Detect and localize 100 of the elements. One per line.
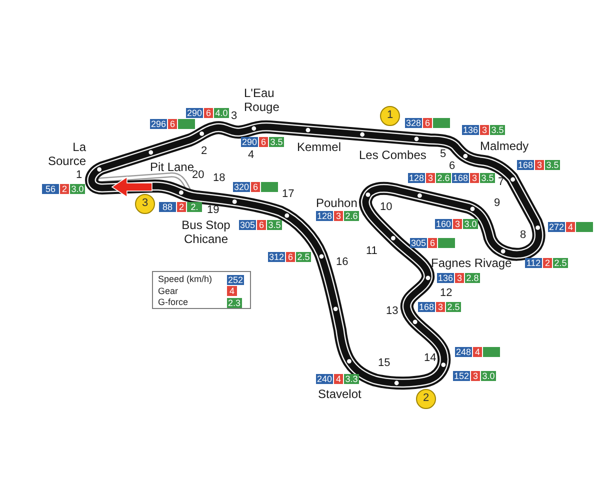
g-force-value: 2.8 <box>465 273 480 283</box>
speed-value: 112 <box>525 258 542 268</box>
turn-number: 16 <box>336 256 348 268</box>
speed-value: 320 <box>233 182 250 192</box>
speed-value: 312 <box>268 252 286 262</box>
turn-number: 3 <box>231 110 238 122</box>
turn-number: 10 <box>380 201 392 213</box>
gear-value: 3 <box>455 273 464 283</box>
place-name: La Source <box>46 140 86 168</box>
speed-value: 88 <box>159 202 176 212</box>
turn-number: 9 <box>494 197 500 209</box>
gear-value: 3 <box>480 125 490 135</box>
gear-value: 2 <box>60 184 69 194</box>
turn-number: 17 <box>282 188 294 200</box>
gear-value: 4 <box>473 347 482 357</box>
gear-value: 6 <box>251 182 260 192</box>
speed-value: 168 <box>418 302 436 312</box>
legend-swatch: 2.3 <box>227 298 242 308</box>
place-name: Fagnes Rivage <box>431 256 512 270</box>
gear-value: 3 <box>436 302 446 312</box>
gear-value: 6 <box>257 220 266 230</box>
sector-marker: 3 <box>135 194 155 214</box>
speed-value: 290 <box>186 108 204 118</box>
turn-number: 19 <box>207 204 220 216</box>
turn-number: 2 <box>201 145 208 157</box>
legend-label: Gear <box>158 286 178 296</box>
g-force-value: 3.0 <box>70 184 85 194</box>
legend-label: G-force <box>158 297 188 308</box>
gear-value: 4 <box>334 374 344 384</box>
sector-marker: 2 <box>416 389 436 409</box>
speed-value: 328 <box>405 118 422 128</box>
gear-value: 2 <box>543 258 552 268</box>
sector-marker: 1 <box>380 106 400 126</box>
speed-value: 248 <box>455 347 472 357</box>
legend-swatch: 252 <box>227 274 244 284</box>
turn-number: 6 <box>449 160 456 172</box>
g-force-value: 2.5 <box>446 302 462 312</box>
g-force-value: 3.3 <box>344 374 360 384</box>
speed-value: 290 <box>241 137 258 147</box>
speed-value: 305 <box>410 238 428 248</box>
g-force-value: 3.5 <box>545 160 560 170</box>
g-force-value: 4.0 <box>214 108 230 118</box>
g-force-value: 3.0 <box>463 219 478 229</box>
speed-value: 272 <box>548 222 566 232</box>
speed-value: 160 <box>435 219 452 229</box>
gear-value: 6 <box>204 108 214 118</box>
speed-value: 296 <box>150 119 168 129</box>
speed-value: 305 <box>239 220 256 230</box>
turn-number: 15 <box>378 357 390 369</box>
turn-number: 18 <box>213 172 226 184</box>
gear-value: 3 <box>334 211 344 221</box>
g-force-value: 3.5 <box>267 220 282 230</box>
speed-value: 240 <box>316 374 334 384</box>
gear-value: 3 <box>470 173 480 183</box>
gear-value: 4 <box>566 222 576 232</box>
g-force-value: 2.5 <box>296 252 312 262</box>
g-force-value: 3.0 <box>481 371 496 381</box>
g-force-value: 3.5 <box>480 173 496 183</box>
speed-value: 168 <box>517 160 534 170</box>
g-force-value: 2.6 <box>436 173 452 183</box>
gear-value: 6 <box>168 119 178 129</box>
gear-value: 6 <box>423 118 432 128</box>
turn-number: 5 <box>440 148 446 160</box>
speed-value: 168 <box>452 173 470 183</box>
g-force-value: 3.5 <box>490 125 506 135</box>
gear-value: 2 <box>177 202 186 212</box>
speed-value: 136 <box>437 273 454 283</box>
g-force-value: 2.5 <box>553 258 568 268</box>
turn-number: 12 <box>440 287 452 299</box>
place-name: Kemmel <box>297 140 342 154</box>
turn-number: 8 <box>520 229 526 241</box>
speed-value: 56 <box>42 184 59 194</box>
turn-number: 7 <box>498 176 504 188</box>
speed-value: 128 <box>316 211 334 221</box>
place-name: Stavelot <box>318 387 362 401</box>
gear-value: 3 <box>535 160 544 170</box>
legend-label: Speed (km/h) <box>158 274 212 285</box>
place-name: Les Combes <box>359 148 426 162</box>
turn-number: 13 <box>386 305 398 317</box>
g-force-value: 3.5 <box>269 137 284 147</box>
speed-value: 128 <box>408 173 426 183</box>
legend-swatch: 4 <box>227 286 237 296</box>
place-name: L'Eau Rouge <box>244 86 280 114</box>
place-name: Pit Lane <box>150 160 194 174</box>
place-name: Bus Stop Chicane <box>180 218 232 246</box>
gear-value: 6 <box>286 252 296 262</box>
speed-value: 136 <box>462 125 480 135</box>
turn-number: 11 <box>366 245 378 257</box>
place-name: Pouhon <box>316 196 358 210</box>
turn-number: 4 <box>248 149 254 161</box>
gear-value: 3 <box>453 219 462 229</box>
g-force-value: 2.6 <box>344 211 360 221</box>
place-name: Malmedy <box>480 139 529 153</box>
gear-value: 3 <box>471 371 480 381</box>
gear-value: 3 <box>426 173 436 183</box>
gear-value: 6 <box>259 137 268 147</box>
g-force-value: 2. <box>187 202 202 212</box>
gear-value: 6 <box>428 238 438 248</box>
turn-number: 1 <box>76 169 82 181</box>
turn-number: 14 <box>424 352 436 364</box>
